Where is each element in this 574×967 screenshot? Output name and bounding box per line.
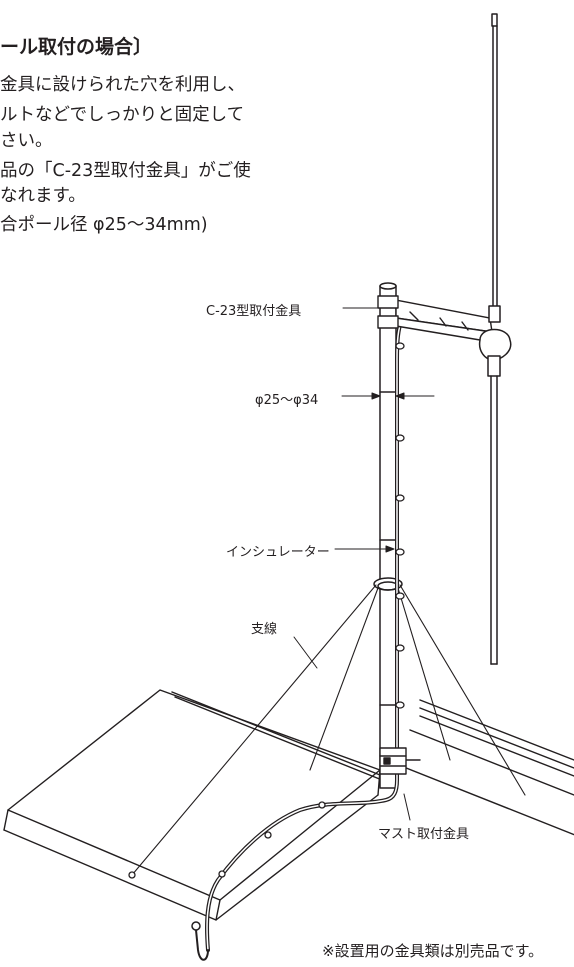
- guy-wire-callout: 支線: [251, 622, 278, 637]
- instruction-line-1: 金具に設けられた穴を利用し、: [0, 75, 245, 95]
- guy-wires: [131, 584, 526, 876]
- bracket-callout: C-23型取付金具: [206, 304, 302, 319]
- mast-mount-callout: マスト取付金具: [378, 827, 470, 842]
- leader-lines: [293, 307, 435, 821]
- coax-cable: [191, 316, 404, 961]
- instruction-heading: ール取付の場合〕: [0, 36, 153, 58]
- antenna: [478, 13, 512, 665]
- instruction-line-3: さい。: [0, 131, 53, 151]
- insulator-callout: インシュレーター: [226, 545, 330, 560]
- instruction-line-6: 合ポール径 φ25〜34mm): [0, 215, 208, 235]
- instruction-line-5: なれます。: [0, 186, 86, 206]
- instruction-line-4: 品の「C-23型取付金具」がご使: [0, 161, 251, 181]
- diameter-callout: φ25〜φ34: [255, 393, 319, 408]
- mast-mount-bracket: [379, 747, 407, 775]
- instruction-line-2: ルトなどでしっかりと固定して: [0, 105, 245, 125]
- cable-clamps: [128, 801, 326, 879]
- roof-ledge: [3, 689, 574, 921]
- roof-wall: [409, 729, 574, 796]
- insulators: [395, 342, 405, 709]
- mast-pole: [379, 282, 397, 789]
- footnote: ※設置用の金具類は別売品です。: [322, 942, 544, 960]
